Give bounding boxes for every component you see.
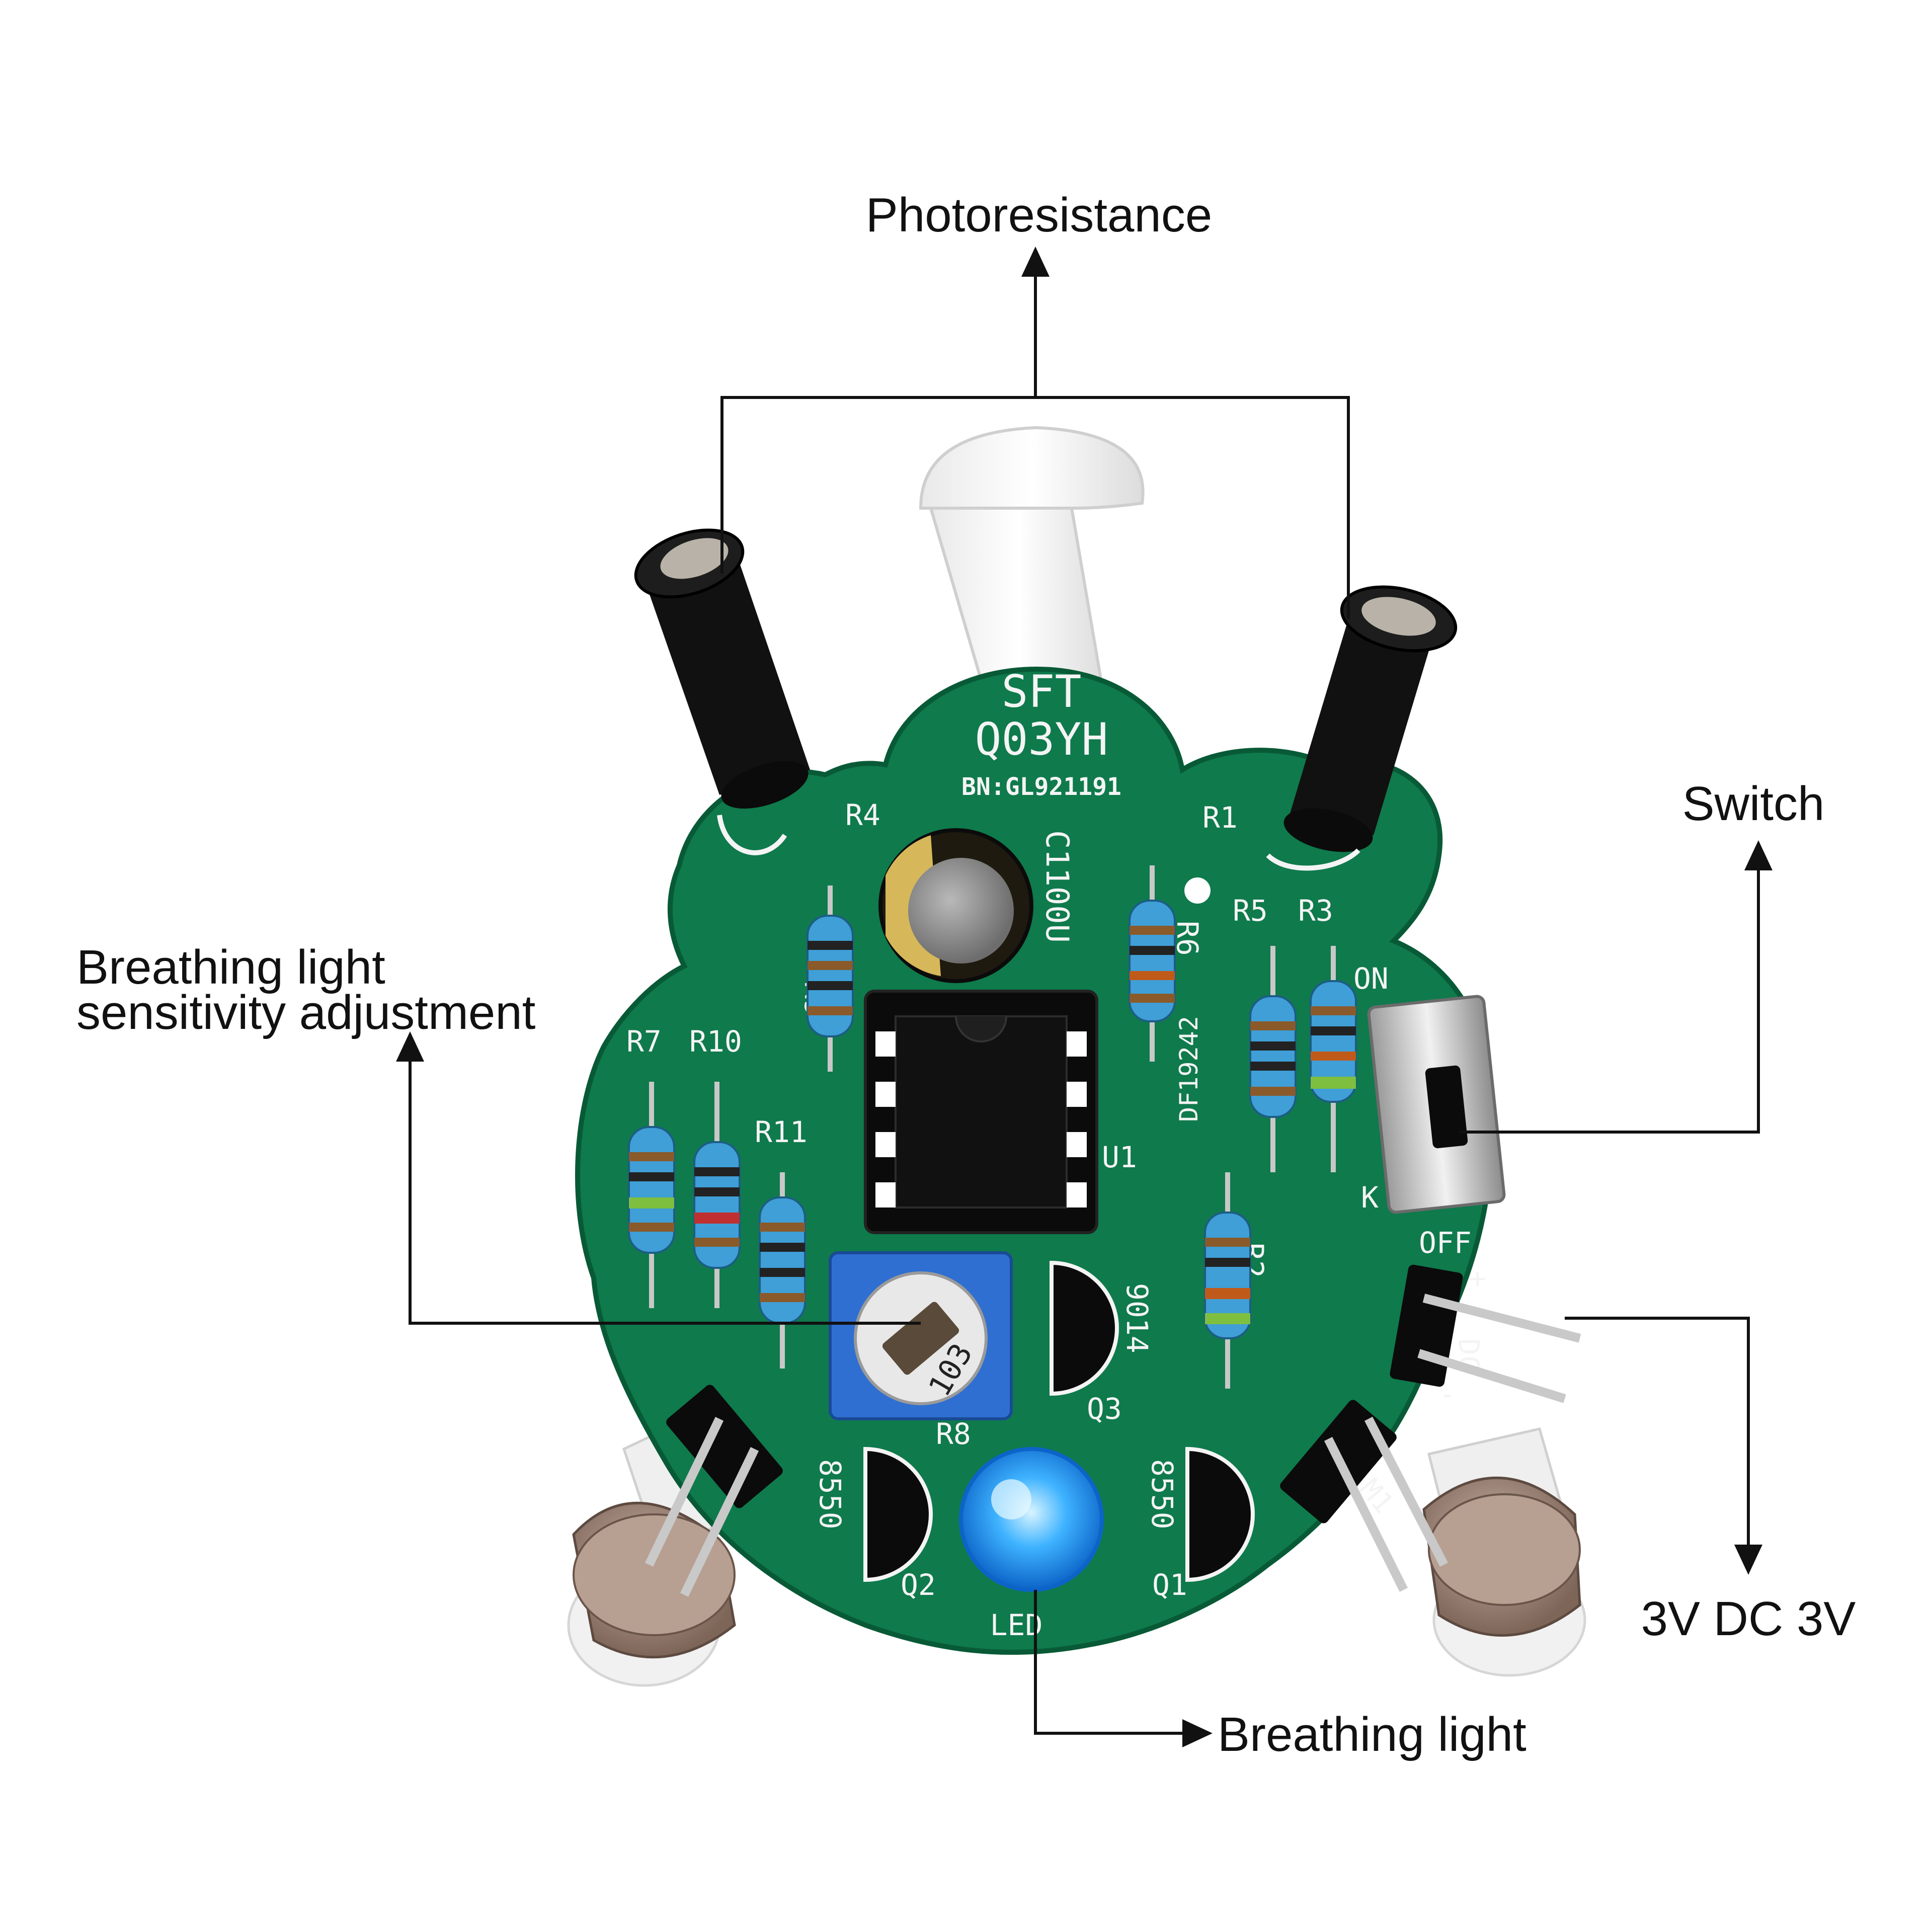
model-label: Q03YH [975,713,1108,765]
ref-r1: R1 [1202,800,1238,835]
brand-label: SFT [1002,666,1082,717]
slide-switch [1367,995,1506,1214]
sensitivity-label-line1: Breathing light [76,940,385,994]
sensitivity-arrow-icon [396,1031,424,1062]
breathing-light-label: Breathing light [1218,1708,1526,1761]
power-header [1390,1264,1581,1403]
switch-off-label: OFF [1419,1226,1472,1260]
transistor-q2 [863,1446,933,1582]
ref-r6: R6 [1170,921,1204,956]
dc-power-label: 3V DC 3V [1641,1592,1856,1646]
ref-r8: R8 [936,1417,971,1451]
ref-q2: Q2 [901,1568,936,1602]
switch-arrow-icon [1744,840,1773,870]
breathing-led [959,1447,1104,1592]
callout-dc-power: 3V DC 3V [1565,1317,1856,1646]
callout-photoresistance: Photoresistance [720,188,1350,619]
switch-on-label: ON [1353,961,1389,996]
ref-r7: R7 [626,1024,662,1059]
resistor-r7 [628,1082,675,1308]
q3-type: 9014 [1120,1283,1154,1353]
dc-power-arrow-icon [1734,1545,1762,1575]
sensitivity-label-line2: sensitivity adjustment [76,986,535,1039]
capacitor-c1 [878,828,1033,983]
power-plus-label: + [1469,1262,1486,1295]
potentiometer-r8: 103 [829,1251,1013,1420]
q1-type: 8550 [1145,1459,1179,1530]
breathing-light-leader [1034,1590,1187,1735]
callout-switch: Switch [1459,777,1825,1134]
photoresistance-arrow-icon [1021,247,1050,277]
photoresistor-right [1266,585,1458,871]
left-foot [567,1502,736,1687]
dc-power-leader [1565,1317,1750,1550]
switch-label: Switch [1682,777,1825,831]
callout-sensitivity: Breathing light sensitivity adjustment [76,940,921,1325]
ref-r4: R4 [845,798,880,832]
ref-u1: U1 [1102,1140,1137,1174]
right-foot [1422,1477,1586,1677]
resistor-r2 [1204,1172,1251,1389]
resistor-r9 [807,886,854,1072]
ref-q1: Q1 [1152,1568,1187,1602]
header-m1 [1280,1400,1448,1592]
switch-leader [1459,865,1760,1134]
switch-k-label: K [1361,1180,1379,1215]
q2-type: 8550 [813,1459,847,1530]
ref-q3: Q3 [1087,1392,1122,1426]
photoresistance-label: Photoresistance [866,188,1212,242]
ref-c1: C1100U [1039,830,1076,943]
photoresistor-left [634,528,810,855]
resistor-r5 [1249,946,1297,1172]
ref-r10: R10 [689,1024,742,1059]
ic-u1 [864,990,1098,1234]
batch-label: BN:GL921191 [961,773,1121,801]
side-code: DF19242 [1174,1016,1203,1122]
breathing-light-arrow-icon [1182,1719,1213,1747]
header-m2 [645,1385,783,1597]
ref-r5: R5 [1233,894,1268,928]
ref-r11: R11 [755,1115,808,1149]
callout-breathing-light: Breathing light [1034,1590,1526,1761]
transistor-q3 [1050,1260,1119,1396]
resistor-r3 [1310,946,1357,1172]
resistor-r10 [693,1082,741,1308]
ref-led: LED [990,1608,1043,1642]
sensitivity-leader [409,1057,921,1325]
resistor-r11 [759,1172,806,1369]
ref-r3: R3 [1298,894,1333,928]
transistor-q1 [1185,1446,1255,1582]
resistor-r6 [1129,865,1176,1062]
